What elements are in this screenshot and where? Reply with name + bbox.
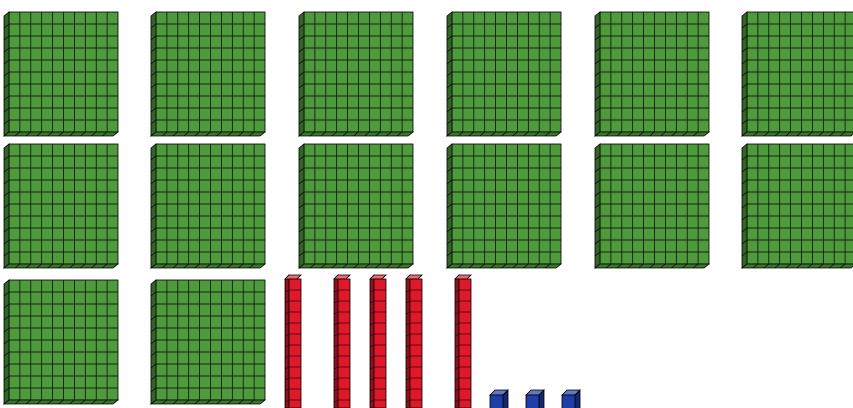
hundred-flat (299, 12, 413, 136)
one-cube (562, 390, 580, 408)
hundred-flat (4, 280, 118, 404)
ten-rod (334, 275, 350, 408)
one-cube (526, 390, 544, 408)
hundred-flat (299, 144, 413, 268)
hundred-flat (595, 12, 709, 136)
ten-rod (285, 275, 301, 408)
hundred-flat (151, 280, 265, 404)
hundred-flat (4, 12, 118, 136)
hundred-flat (447, 144, 561, 268)
ten-rod (370, 275, 386, 408)
hundred-flat (742, 12, 853, 136)
ten-rod (455, 275, 471, 408)
hundred-flat (4, 144, 118, 268)
one-cube (490, 390, 508, 408)
hundred-flat (447, 12, 561, 136)
hundred-flat (742, 144, 853, 268)
hundred-flat (151, 12, 265, 136)
hundred-flat (151, 144, 265, 268)
ten-rod (406, 275, 422, 408)
hundred-flat (595, 144, 709, 268)
